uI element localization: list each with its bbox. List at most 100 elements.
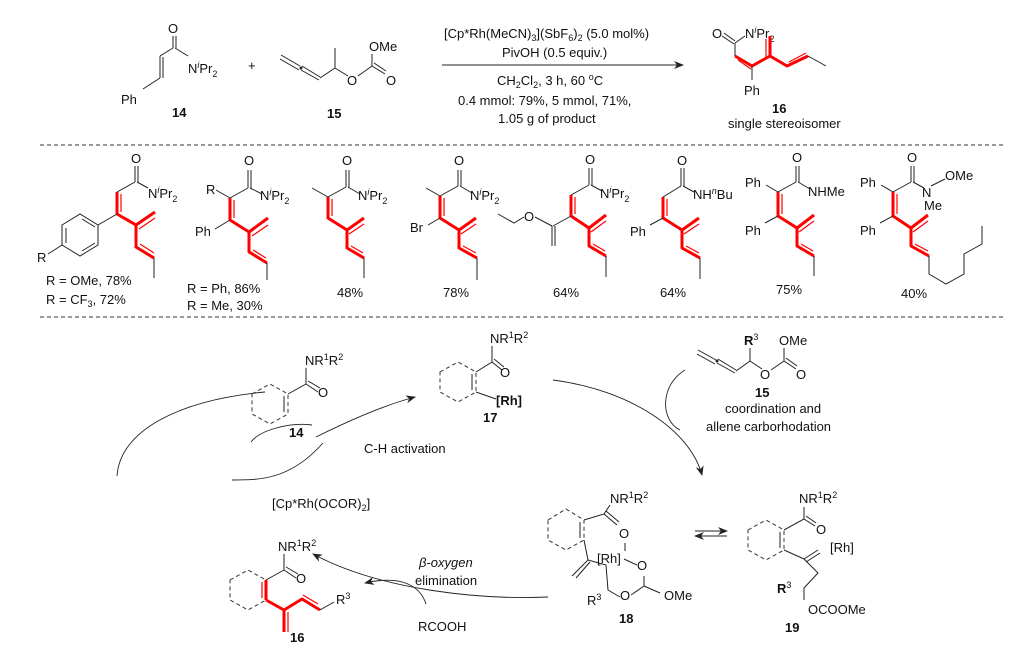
nr1r2-group: NR1R2	[305, 352, 343, 368]
r3-group: R3	[587, 592, 601, 608]
mech-compound-15: R3 O OMe O 15	[696, 332, 807, 400]
step-label-carborhodation: allene carborhodation	[706, 419, 831, 434]
rhodium-label: [Rh]	[830, 540, 854, 555]
amide-group: NiPr2	[358, 187, 387, 206]
scope-compound-4: O NiPr2 Br 78%	[410, 153, 499, 300]
o-atom: O	[712, 26, 722, 41]
arc-from-15	[665, 369, 686, 431]
amide-group: NHMe	[808, 184, 845, 199]
product-16: O NiPr2 Ph 16 single stereoisomer	[712, 25, 841, 131]
scope-compound-3: O NiPr2 48%	[311, 153, 387, 300]
mech-compound-19: NR1R2 O [Rh] R3 OCOOMe 19	[747, 490, 866, 635]
phenyl-label: Ph	[860, 175, 876, 190]
r3-group: R3	[777, 580, 791, 596]
o-atom: O	[386, 73, 396, 88]
compound-label-19: 19	[785, 620, 799, 635]
yield-label: 64%	[553, 285, 579, 300]
o-atom: O	[792, 150, 802, 165]
step-label-elimination: elimination	[415, 573, 477, 588]
o-atom: O	[816, 522, 826, 537]
rhodium-label: [Rh]	[496, 393, 522, 408]
o-atom: O	[342, 153, 352, 168]
scope-compound-7: Ph O NHMe Ph 75%	[745, 150, 845, 297]
plus-sign: +	[248, 58, 256, 73]
scope-compound-5: O O NiPr2 64%	[497, 152, 629, 300]
arrow-to-17	[315, 395, 416, 438]
compound-label-15: 15	[755, 385, 769, 400]
mech-compound-14: NR1R2 O 14	[251, 352, 343, 440]
arrow-to-catalyst	[312, 553, 549, 598]
o-atom: O	[318, 385, 328, 400]
mech-compound-18: NR1R2 O [Rh] O R3 O OMe 18	[547, 490, 692, 626]
phenyl-label: Ph	[195, 224, 211, 239]
mech-compound-17: NR1R2 O [Rh] 17	[439, 330, 528, 425]
acid-label: RCOOH	[418, 619, 466, 634]
r-group: R	[206, 182, 215, 197]
yield-label: R = Me, 30%	[187, 298, 263, 313]
reactant-14: O NiPr2 Ph 14	[121, 21, 217, 120]
phenyl-label: Ph	[745, 223, 761, 238]
scope-compound-2: R O NiPr2 Ph R = Ph, 86% R = Me, 30%	[187, 153, 289, 313]
bromo-label: Br	[410, 220, 424, 235]
amide-group: NiPr2	[148, 185, 177, 204]
scale-text-1: 0.4 mmol: 79%, 5 mmol, 71%,	[458, 93, 631, 108]
cycle-arc	[231, 442, 324, 481]
o-atom: O	[454, 153, 464, 168]
o-atom: O	[168, 21, 178, 36]
arrow-to-16	[364, 577, 427, 605]
yield-label: 78%	[443, 285, 469, 300]
nr1r2-group: NR1R2	[610, 490, 648, 506]
arc-from-14	[250, 423, 313, 443]
o-atom: O	[907, 150, 917, 165]
compound-label-15: 15	[327, 106, 341, 121]
amide-group: NiPr2	[260, 187, 289, 206]
yield-label: 75%	[776, 282, 802, 297]
phenyl-label: Ph	[744, 83, 760, 98]
cycle-arc-ch	[116, 391, 266, 477]
step-label-coordination: coordination and	[725, 401, 821, 416]
yield-label: 48%	[337, 285, 363, 300]
rhodium-label: [Rh]	[597, 551, 621, 566]
r3-group: R3	[744, 332, 758, 348]
o-atom: O	[677, 153, 687, 168]
compound-label-16: 16	[290, 630, 304, 645]
arrow-to-18	[552, 379, 704, 476]
yield-label: R = OMe, 78%	[46, 273, 132, 288]
amide-group: NiPr2	[188, 60, 217, 79]
amide-group: NHnBu	[693, 186, 733, 202]
phenyl-label: Ph	[745, 175, 761, 190]
nr1r2-group: NR1R2	[490, 330, 528, 346]
yield-label: R = CF3, 72%	[46, 292, 126, 309]
mech-compound-16: NR1R2 O R3 16	[229, 538, 350, 645]
o-atom: O	[637, 558, 647, 573]
compound-label-14: 14	[289, 425, 304, 440]
compound-label-17: 17	[483, 410, 497, 425]
o-atom: O	[796, 367, 806, 382]
o-atom: O	[500, 365, 510, 380]
catalyst-label: [Cp*Rh(OCOR)2]	[272, 496, 370, 513]
methoxy-group: OMe	[945, 168, 973, 183]
ococome-group: OCOOMe	[808, 602, 866, 617]
amide-group: NiPr2	[470, 187, 499, 206]
phenyl-label: Ph	[860, 223, 876, 238]
reactant-15: O OMe O 15	[279, 39, 397, 121]
o-atom: O	[585, 152, 595, 167]
solvent-text: CH2Cl2, 3 h, 60 oC	[497, 72, 603, 90]
compound-label-18: 18	[619, 611, 633, 626]
stereo-note: single stereoisomer	[728, 116, 841, 131]
o-atom: O	[620, 588, 630, 603]
o-atom: O	[347, 73, 357, 88]
step-label-beta-oxygen: β-oxygen	[418, 555, 473, 570]
yield-label: R = Ph, 86%	[187, 281, 261, 296]
additive-text: PivOH (0.5 equiv.)	[502, 45, 607, 60]
o-atom: O	[524, 209, 534, 224]
o-atom: O	[296, 571, 306, 586]
nr1r2-group: NR1R2	[278, 538, 316, 554]
o-atom: O	[131, 151, 141, 166]
o-atom: O	[619, 526, 629, 541]
phenyl-label: Ph	[630, 224, 646, 239]
o-atom: O	[244, 153, 254, 168]
phenyl-label: Ph	[121, 92, 137, 107]
amide-n: N	[922, 185, 931, 200]
